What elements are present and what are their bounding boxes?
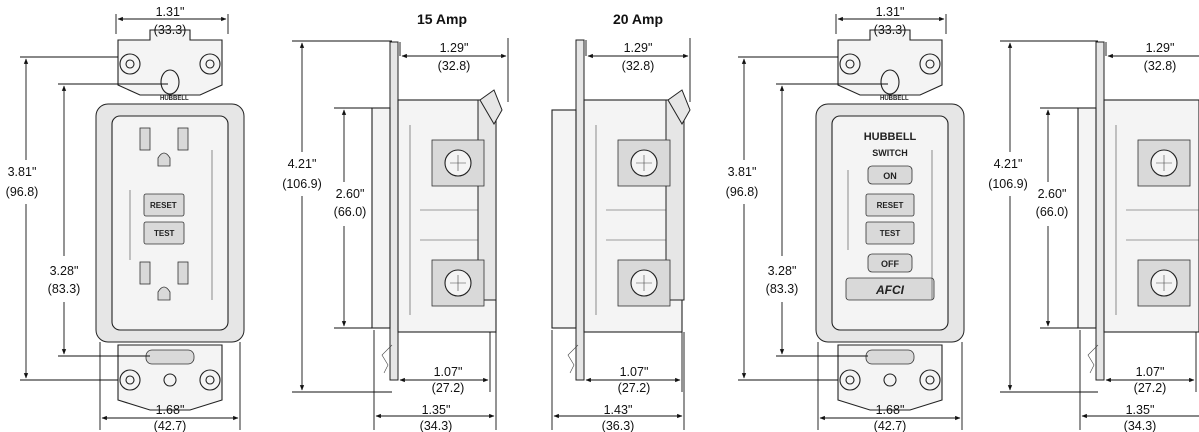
front-view-receptacle: HUBBELL RESET TEST — [95, 29, 245, 411]
front2-switch-label: SWITCH — [872, 148, 908, 158]
front1-brand: HUBBELL — [160, 96, 189, 102]
side1-inner-depth-mm: (27.2) — [432, 381, 465, 395]
side1-body-height-mm: (66.0) — [334, 205, 367, 219]
front2-height-mm: (96.8) — [726, 185, 759, 199]
side2-total-depth-mm: (36.3) — [602, 419, 635, 432]
front2-dimensions: 1.31" (33.3) 3.81" (96.8) 3.28" (83.3) 1… — [720, 5, 963, 432]
side3-inner-depth-in: 1.07" — [1136, 365, 1165, 379]
side3-body-height-mm: (66.0) — [1036, 205, 1069, 219]
side1-total-depth-in: 1.35" — [422, 403, 451, 417]
front1-test-label: TEST — [154, 229, 175, 238]
front2-top-width-mm: (33.3) — [874, 23, 907, 37]
front-view-afci-switch: HUBBELL HUBBELL SWITCH ON RESET TEST OFF… — [815, 29, 965, 411]
front2-body-height-mm: (83.3) — [766, 282, 799, 296]
side1-depth-mm: (32.8) — [438, 59, 471, 73]
side-view-afci — [1077, 41, 1199, 381]
side1-depth-in: 1.29" — [440, 41, 469, 55]
side-view-15-amp — [371, 41, 503, 381]
front2-afci-label: AFCI — [875, 283, 905, 297]
front1-height-in: 3.81" — [8, 165, 37, 179]
side3-dimensions: 1.29" (32.8) 4.21" (106.9) 2.60" (66.0) … — [978, 40, 1199, 432]
side2-total-depth-in: 1.43" — [604, 403, 633, 417]
front2-on-label: ON — [883, 171, 897, 181]
front2-height-in: 3.81" — [728, 165, 757, 179]
front2-reset-label: RESET — [877, 201, 904, 210]
front1-body-height-mm: (83.3) — [48, 282, 81, 296]
side3-depth-mm: (32.8) — [1144, 59, 1177, 73]
front2-off-label: OFF — [881, 259, 899, 269]
side2-depth-in: 1.29" — [624, 41, 653, 55]
side3-inner-depth-mm: (27.2) — [1134, 381, 1167, 395]
side2-inner-depth-in: 1.07" — [620, 365, 649, 379]
side3-height-in: 4.21" — [994, 157, 1023, 171]
front2-body-height-in: 3.28" — [768, 264, 797, 278]
title-15-amp: 15 Amp — [417, 11, 467, 27]
side-view-20-amp — [551, 39, 691, 381]
title-20-amp: 20 Amp — [613, 11, 663, 27]
side3-height-mm: (106.9) — [988, 177, 1028, 191]
front1-top-width-mm: (33.3) — [154, 23, 187, 37]
front1-bottom-width-in: 1.68" — [156, 403, 185, 417]
front2-bottom-width-in: 1.68" — [876, 403, 905, 417]
front2-brand: HUBBELL — [864, 131, 917, 143]
front1-body-height-in: 3.28" — [50, 264, 79, 278]
side2-dimensions: 1.29" (32.8) 1.07" (27.2) 1.43" (36.3) — [551, 38, 691, 432]
side1-dimensions: 1.29" (32.8) 4.21" (106.9) 2.60" (66.0) … — [270, 38, 509, 432]
side3-depth-in: 1.29" — [1146, 41, 1175, 55]
front1-top-width-in: 1.31" — [156, 5, 185, 19]
side3-total-depth-mm: (34.3) — [1124, 419, 1157, 432]
side3-total-depth-in: 1.35" — [1126, 403, 1155, 417]
side1-total-depth-mm: (34.3) — [420, 419, 453, 432]
side1-body-height-in: 2.60" — [336, 187, 365, 201]
side1-height-mm: (106.9) — [282, 177, 322, 191]
front2-bottom-width-mm: (42.7) — [874, 419, 907, 432]
front2-strap-brand: HUBBELL — [880, 96, 909, 102]
side1-height-in: 4.21" — [288, 157, 317, 171]
front2-top-width-in: 1.31" — [876, 5, 905, 19]
front1-dimensions: 1.31" (33.3) 3.81" (96.8) 3.28" (83.3) 1… — [0, 5, 241, 432]
front1-height-mm: (96.8) — [6, 185, 39, 199]
side1-inner-depth-in: 1.07" — [434, 365, 463, 379]
side2-inner-depth-mm: (27.2) — [618, 381, 651, 395]
front1-reset-label: RESET — [150, 201, 177, 210]
side2-depth-mm: (32.8) — [622, 59, 655, 73]
side3-body-height-in: 2.60" — [1038, 187, 1067, 201]
front1-bottom-width-mm: (42.7) — [154, 419, 187, 432]
front2-test-label: TEST — [880, 229, 901, 238]
